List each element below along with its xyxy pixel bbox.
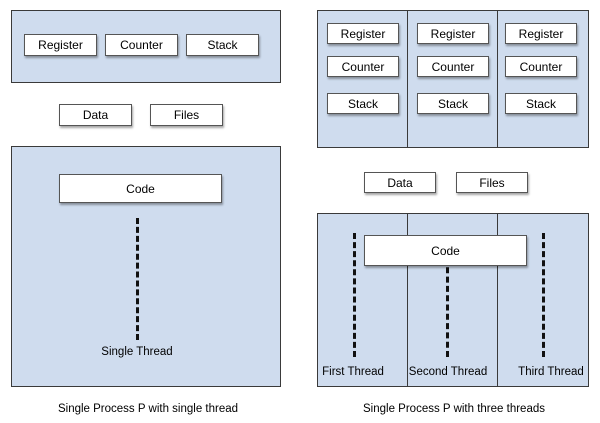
- right-column-divider-2: [497, 10, 498, 147]
- left-caption: Single Process P with single thread: [57, 403, 239, 415]
- right-third-thread-label: Third Thread: [518, 366, 584, 378]
- left-stack-box: Stack: [186, 34, 259, 56]
- right-caption: Single Process P with three threads: [363, 403, 545, 415]
- right-data-files-band: [317, 147, 589, 214]
- right-col1-register-box: Register: [327, 23, 399, 44]
- right-data-box: Data: [364, 172, 436, 193]
- right-col2-stack-box: Stack: [417, 93, 489, 114]
- right-col3-stack-box: Stack: [505, 93, 577, 114]
- right-third-thread-line: [542, 233, 545, 357]
- right-col1-counter-box: Counter: [327, 56, 399, 77]
- left-register-box: Register: [24, 34, 97, 56]
- right-col2-counter-box: Counter: [417, 56, 489, 77]
- right-column-divider-3: [407, 213, 408, 387]
- left-data-box: Data: [59, 104, 132, 126]
- right-col2-register-box: Register: [417, 23, 489, 44]
- left-thread-label: Single Thread: [101, 346, 173, 358]
- right-first-thread-line: [353, 233, 356, 357]
- right-col3-register-box: Register: [505, 23, 577, 44]
- right-first-thread-label: First Thread: [322, 366, 384, 378]
- right-files-box: Files: [456, 172, 528, 193]
- right-second-thread-label: Second Thread: [408, 366, 488, 378]
- left-code-box: Code: [59, 174, 222, 203]
- left-counter-box: Counter: [105, 34, 178, 56]
- right-column-divider-4: [497, 213, 498, 387]
- left-files-box: Files: [150, 104, 223, 126]
- left-data-files-band: [11, 82, 281, 147]
- right-column-divider-1: [407, 10, 408, 147]
- right-col3-counter-box: Counter: [505, 56, 577, 77]
- right-code-box: Code: [364, 235, 527, 266]
- right-second-thread-line: [446, 258, 449, 357]
- left-thread-line: [136, 218, 139, 340]
- right-col1-stack-box: Stack: [327, 93, 399, 114]
